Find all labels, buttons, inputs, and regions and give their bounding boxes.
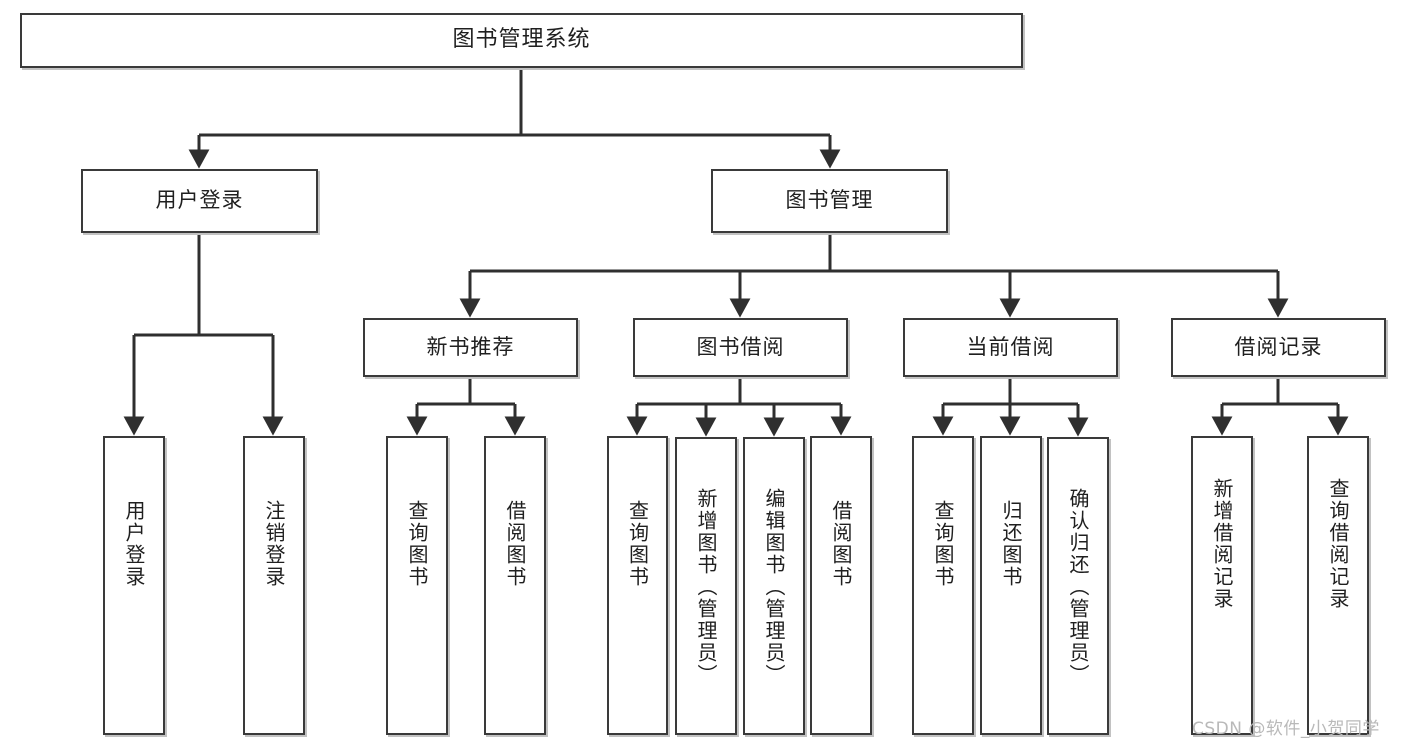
leaf-add-book-admin-label: 新增图书（管理员） bbox=[694, 488, 718, 686]
leaf-user-login[interactable]: 用户登录 bbox=[103, 436, 165, 735]
leaf-borrow-book-label: 借阅图书 bbox=[829, 500, 853, 588]
leaf-query-book-newbook[interactable]: 查询图书 bbox=[386, 436, 448, 735]
leaf-user-login-label: 用户登录 bbox=[122, 500, 146, 588]
node-root[interactable]: 图书管理系统 bbox=[20, 13, 1023, 68]
node-book-management[interactable]: 图书管理 bbox=[711, 169, 948, 233]
node-root-label: 图书管理系统 bbox=[452, 27, 591, 53]
leaf-return-book[interactable]: 归还图书 bbox=[980, 436, 1042, 735]
node-book-management-label: 图书管理 bbox=[785, 188, 874, 213]
node-user-login[interactable]: 用户登录 bbox=[81, 169, 318, 233]
leaf-borrow-book[interactable]: 借阅图书 bbox=[810, 436, 872, 735]
leaf-logout[interactable]: 注销登录 bbox=[243, 436, 305, 735]
node-new-book-recommend-label: 新书推荐 bbox=[426, 334, 515, 359]
leaf-query-book-current-label: 查询图书 bbox=[931, 500, 955, 588]
leaf-query-borrow-record-label: 查询借阅记录 bbox=[1326, 478, 1350, 610]
node-book-borrow[interactable]: 图书借阅 bbox=[633, 318, 848, 377]
leaf-add-borrow-record[interactable]: 新增借阅记录 bbox=[1191, 436, 1253, 735]
node-current-borrow-label: 当前借阅 bbox=[966, 334, 1055, 359]
leaf-confirm-return-admin-label: 确认归还（管理员） bbox=[1066, 488, 1090, 686]
leaf-return-book-label: 归还图书 bbox=[999, 500, 1023, 588]
leaf-borrow-book-newbook[interactable]: 借阅图书 bbox=[484, 436, 546, 735]
node-new-book-recommend[interactable]: 新书推荐 bbox=[363, 318, 578, 377]
leaf-query-book-borrow[interactable]: 查询图书 bbox=[607, 436, 668, 735]
leaf-query-book-newbook-label: 查询图书 bbox=[405, 500, 429, 588]
leaf-logout-label: 注销登录 bbox=[262, 500, 286, 588]
leaf-borrow-book-newbook-label: 借阅图书 bbox=[503, 500, 527, 588]
node-user-login-label: 用户登录 bbox=[155, 188, 244, 213]
leaf-query-book-borrow-label: 查询图书 bbox=[625, 500, 650, 588]
node-borrow-record-label: 借阅记录 bbox=[1234, 334, 1323, 359]
leaf-edit-book-admin[interactable]: 编辑图书（管理员） bbox=[743, 437, 805, 735]
leaf-edit-book-admin-label: 编辑图书（管理员） bbox=[762, 488, 786, 686]
node-borrow-record[interactable]: 借阅记录 bbox=[1171, 318, 1386, 377]
leaf-add-borrow-record-label: 新增借阅记录 bbox=[1210, 478, 1234, 610]
leaf-confirm-return-admin[interactable]: 确认归还（管理员） bbox=[1047, 437, 1109, 735]
node-current-borrow[interactable]: 当前借阅 bbox=[903, 318, 1118, 377]
leaf-query-book-current[interactable]: 查询图书 bbox=[912, 436, 974, 735]
leaf-add-book-admin[interactable]: 新增图书（管理员） bbox=[675, 437, 737, 735]
node-book-borrow-label: 图书借阅 bbox=[696, 334, 785, 359]
leaf-query-borrow-record[interactable]: 查询借阅记录 bbox=[1307, 436, 1369, 735]
